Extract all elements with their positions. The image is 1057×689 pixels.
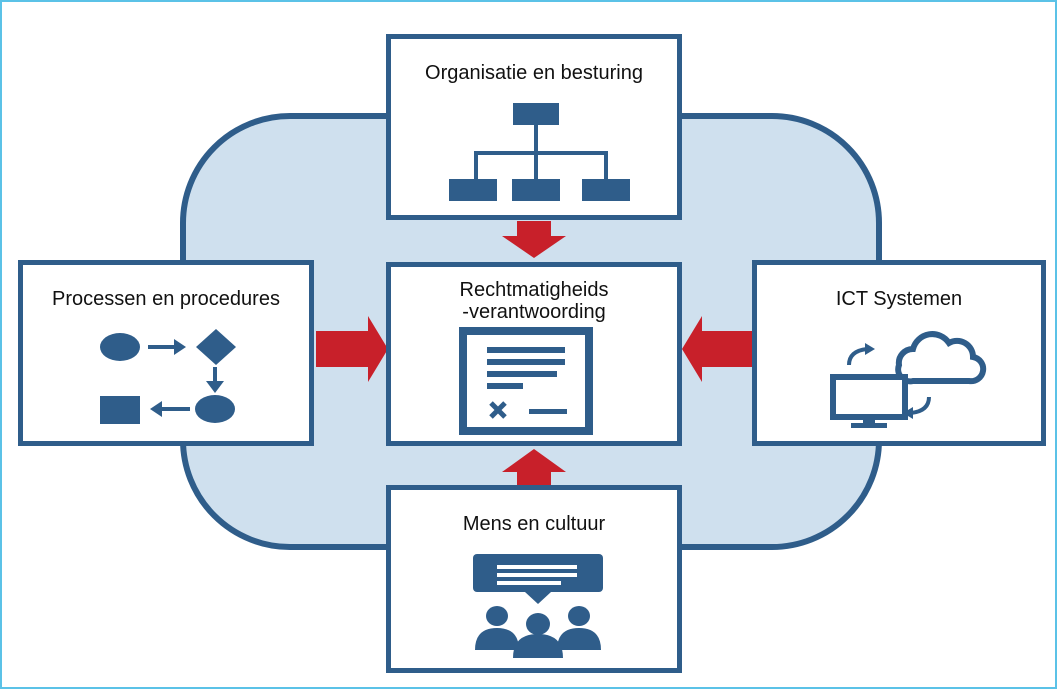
arrow-left-to-center [316,316,388,382]
box-people-culture: Mens en cultuur [386,485,682,673]
box-center-label-line2: -verantwoording [462,301,606,323]
process-flow-icon [100,329,236,424]
box-processes: Processen en procedures [18,260,314,446]
box-legality-accountability: Rechtmatigheids -verantwoording [386,262,682,446]
arrow-top-to-center [502,221,566,258]
arrow-bottom-to-center [502,449,566,486]
box-ict-label: ICT Systemen [835,288,963,310]
box-processes-label: Processen en procedures [52,288,280,310]
box-organisation-label: Organisatie en besturing [425,62,643,84]
cloud-computer-icon [830,331,987,428]
document-form-icon [459,327,593,435]
box-organisation: Organisatie en besturing [386,34,682,220]
people-speech-icon [473,554,603,658]
box-people-label: Mens en cultuur [462,513,606,535]
org-chart-icon [449,103,630,201]
box-center-label: Rechtmatigheids -verantwoording [391,279,677,323]
box-center-label-line1: Rechtmatigheids [459,279,609,301]
arrow-right-to-center [682,316,752,382]
box-ict-systems: ICT Systemen [752,260,1046,446]
